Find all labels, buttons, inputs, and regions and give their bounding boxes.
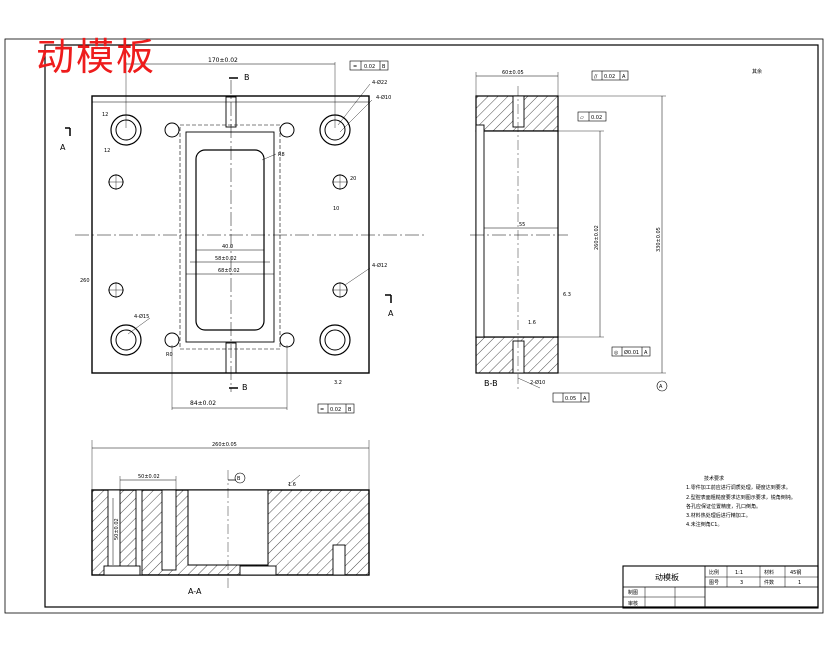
dim-side-hole: 2-Ø10 <box>530 379 545 386</box>
svg-text:0.02: 0.02 <box>364 64 375 70</box>
svg-text:◎: ◎ <box>614 350 619 356</box>
dim-spacing: 20 <box>350 176 356 182</box>
notes-heading: 技术要求 <box>704 475 724 482</box>
note-line-2: 2.型腔表面粗糙度要求达到图示要求，锐角倒钝。 <box>686 494 796 501</box>
section-mark-a-left: A <box>60 143 66 152</box>
svg-text://: // <box>594 74 598 80</box>
svg-text:0.02: 0.02 <box>330 407 341 413</box>
dim-left-hole-2: 12 <box>104 148 110 154</box>
section-view-a-a <box>91 440 370 590</box>
note-line-1: 1.零件加工前应进行调质处理，硬度达到要求。 <box>686 484 791 491</box>
title-block-material-label: 材料 <box>764 569 774 576</box>
svg-text:A: A <box>622 74 626 80</box>
svg-text:⏥: ⏥ <box>580 115 584 121</box>
tolerance-frame-plan-top: = 0.02 B <box>349 60 389 71</box>
svg-text:B: B <box>348 407 352 413</box>
roughness-side-2: 6.3 <box>563 292 571 298</box>
dim-thickness: 60±0.05 <box>502 70 524 76</box>
section-label-a-a: A-A <box>188 587 202 596</box>
dim-inner-3: 68±0.02 <box>218 268 240 274</box>
dim-top-width: 170±0.02 <box>208 57 238 64</box>
section-mark-b-top: B <box>244 73 250 82</box>
roughness-general: 其余 <box>752 68 762 75</box>
svg-text:=: = <box>320 407 324 413</box>
title-block-drawing: 3 <box>740 580 743 586</box>
svg-text:0.02: 0.02 <box>604 74 615 80</box>
dim-inner-height: 260±0.02 <box>594 225 600 250</box>
note-line-5: 4.未注倒角C1。 <box>686 521 722 528</box>
dim-bottom-counterbore: 4-Ø15 <box>134 313 149 320</box>
svg-text:=: = <box>353 64 357 70</box>
svg-text:Ø0.01: Ø0.01 <box>624 349 639 356</box>
svg-text:B: B <box>237 476 241 482</box>
side-view-b-b <box>470 72 666 390</box>
drawing-title: 动模板 <box>36 35 157 79</box>
title-block-scale-label: 比例 <box>709 569 719 576</box>
datum-a-symbol: A <box>656 380 668 392</box>
note-line-4: 3.材料热处理后进行精加工。 <box>686 512 751 519</box>
dim-inner-2: 58±0.02 <box>215 256 237 262</box>
dim-vertical: 10 <box>333 206 339 212</box>
dim-right-r: R0 <box>166 352 173 358</box>
svg-text:B: B <box>382 64 386 70</box>
dim-height: 260 <box>80 278 90 284</box>
dim-section-depth: 50±0.02 <box>114 518 120 540</box>
title-block-check: 审核 <box>628 600 638 607</box>
svg-text:A: A <box>659 384 663 390</box>
dim-section-inner: 50±0.02 <box>138 474 160 480</box>
section-mark-b-bottom: B <box>242 383 248 392</box>
title-block-scale: 1:1 <box>735 570 743 576</box>
title-block-material: 45钢 <box>790 569 801 576</box>
outer-border <box>4 38 824 614</box>
dim-left-hole: 12 <box>102 112 108 118</box>
dim-radius: R8 <box>278 152 285 158</box>
title-block-design: 制图 <box>628 589 638 596</box>
tolerance-frame-plan-bottom: = 0.02 B <box>317 403 355 414</box>
section-mark-a-right: A <box>388 309 394 318</box>
roughness-side: 1.6 <box>528 320 536 326</box>
title-block-qty: 1 <box>798 580 801 586</box>
tolerance-frame-position: 0.05 A <box>552 392 590 403</box>
tolerance-frame-parallel: // 0.02 A <box>591 70 629 81</box>
title-block-drawing-label: 图号 <box>709 580 719 586</box>
section-label-b-b: B-B <box>484 379 498 388</box>
svg-text:0.05: 0.05 <box>565 396 576 402</box>
title-block-part: 动模板 <box>655 572 679 582</box>
dim-counterbore-1: 4-Ø22 <box>372 79 387 86</box>
roughness-section: 1.6 <box>288 482 296 488</box>
technical-requirements: 技术要求 1.零件加工前应进行调质处理，硬度达到要求。 2.型腔表面粗糙度要求达… <box>686 475 796 528</box>
dim-section-width: 260±0.05 <box>212 442 237 448</box>
roughness-plan-1: 3.2 <box>334 380 342 386</box>
dim-side-holes: 4-Ø12 <box>372 262 387 269</box>
dim-overall-height: 330±0.05 <box>656 227 662 252</box>
inner-border <box>44 44 819 608</box>
datum-b-symbol: B <box>228 472 246 484</box>
dim-counterbore-2: 4-Ø10 <box>376 94 391 101</box>
plan-view <box>65 62 425 410</box>
tolerance-frame-flatness: ⏥ 0.02 <box>577 111 607 122</box>
note-line-3: 各孔应保证位置精度，孔口倒角。 <box>686 503 761 510</box>
dim-bottom-width: 84±0.02 <box>190 400 216 407</box>
title-block-qty-label: 件数 <box>764 579 774 586</box>
title-block <box>622 565 819 609</box>
svg-text:A: A <box>583 396 587 402</box>
dim-inner-1: 40.0 <box>222 244 233 250</box>
svg-text:A: A <box>644 350 648 356</box>
dim-depth: 55 <box>519 222 525 228</box>
svg-text:0.02: 0.02 <box>591 115 602 121</box>
tolerance-frame-concentricity: ◎ Ø0.01 A <box>611 346 651 357</box>
